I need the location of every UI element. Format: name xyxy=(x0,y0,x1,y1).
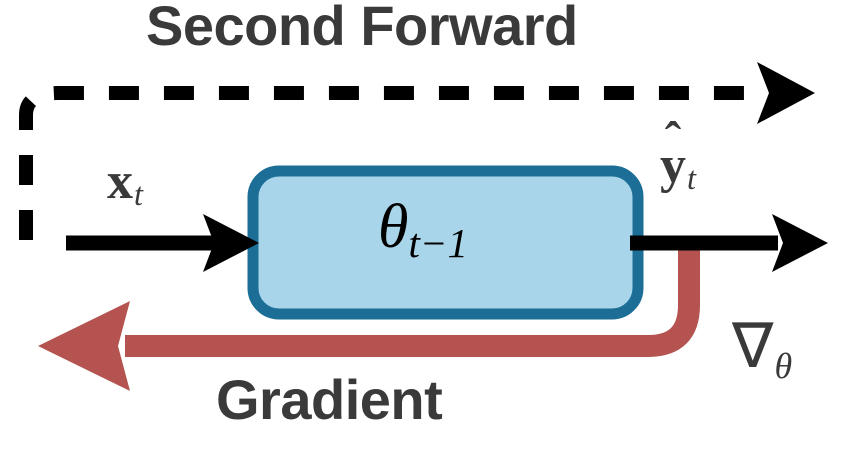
model-box-label-base: θ xyxy=(378,193,409,261)
nabla-icon: ∇ xyxy=(732,313,774,381)
model-box-label: θt−1 xyxy=(378,196,468,265)
input-arrow-edge xyxy=(66,214,259,272)
second-forward-edge xyxy=(19,62,815,240)
model-box-label-subscript: t−1 xyxy=(408,221,468,267)
input-label-base: x xyxy=(107,153,133,210)
output-label-base: y xyxy=(660,137,686,194)
nabla-subscript: θ xyxy=(774,345,793,386)
second-forward-arrow-head xyxy=(757,62,815,124)
output-label-subscript: t xyxy=(687,160,696,197)
second-forward-dashed-line xyxy=(19,86,772,240)
second-forward-label: Second Forward xyxy=(146,0,578,57)
gradient-symbol-label: ∇θ xyxy=(732,316,792,385)
input-label-subscript: t xyxy=(134,176,143,213)
input-arrow-head xyxy=(203,214,259,272)
gradient-label: Gradient xyxy=(216,368,443,431)
hat-icon: ˆ xyxy=(664,112,682,168)
output-arrow-head xyxy=(772,214,828,272)
output-arrow-edge xyxy=(630,214,828,272)
gradient-arrow-edge xyxy=(38,240,700,391)
gradient-arrow-head xyxy=(38,301,130,391)
input-label-xt: xt xyxy=(107,153,143,213)
gradient-arrow-line xyxy=(125,240,700,357)
